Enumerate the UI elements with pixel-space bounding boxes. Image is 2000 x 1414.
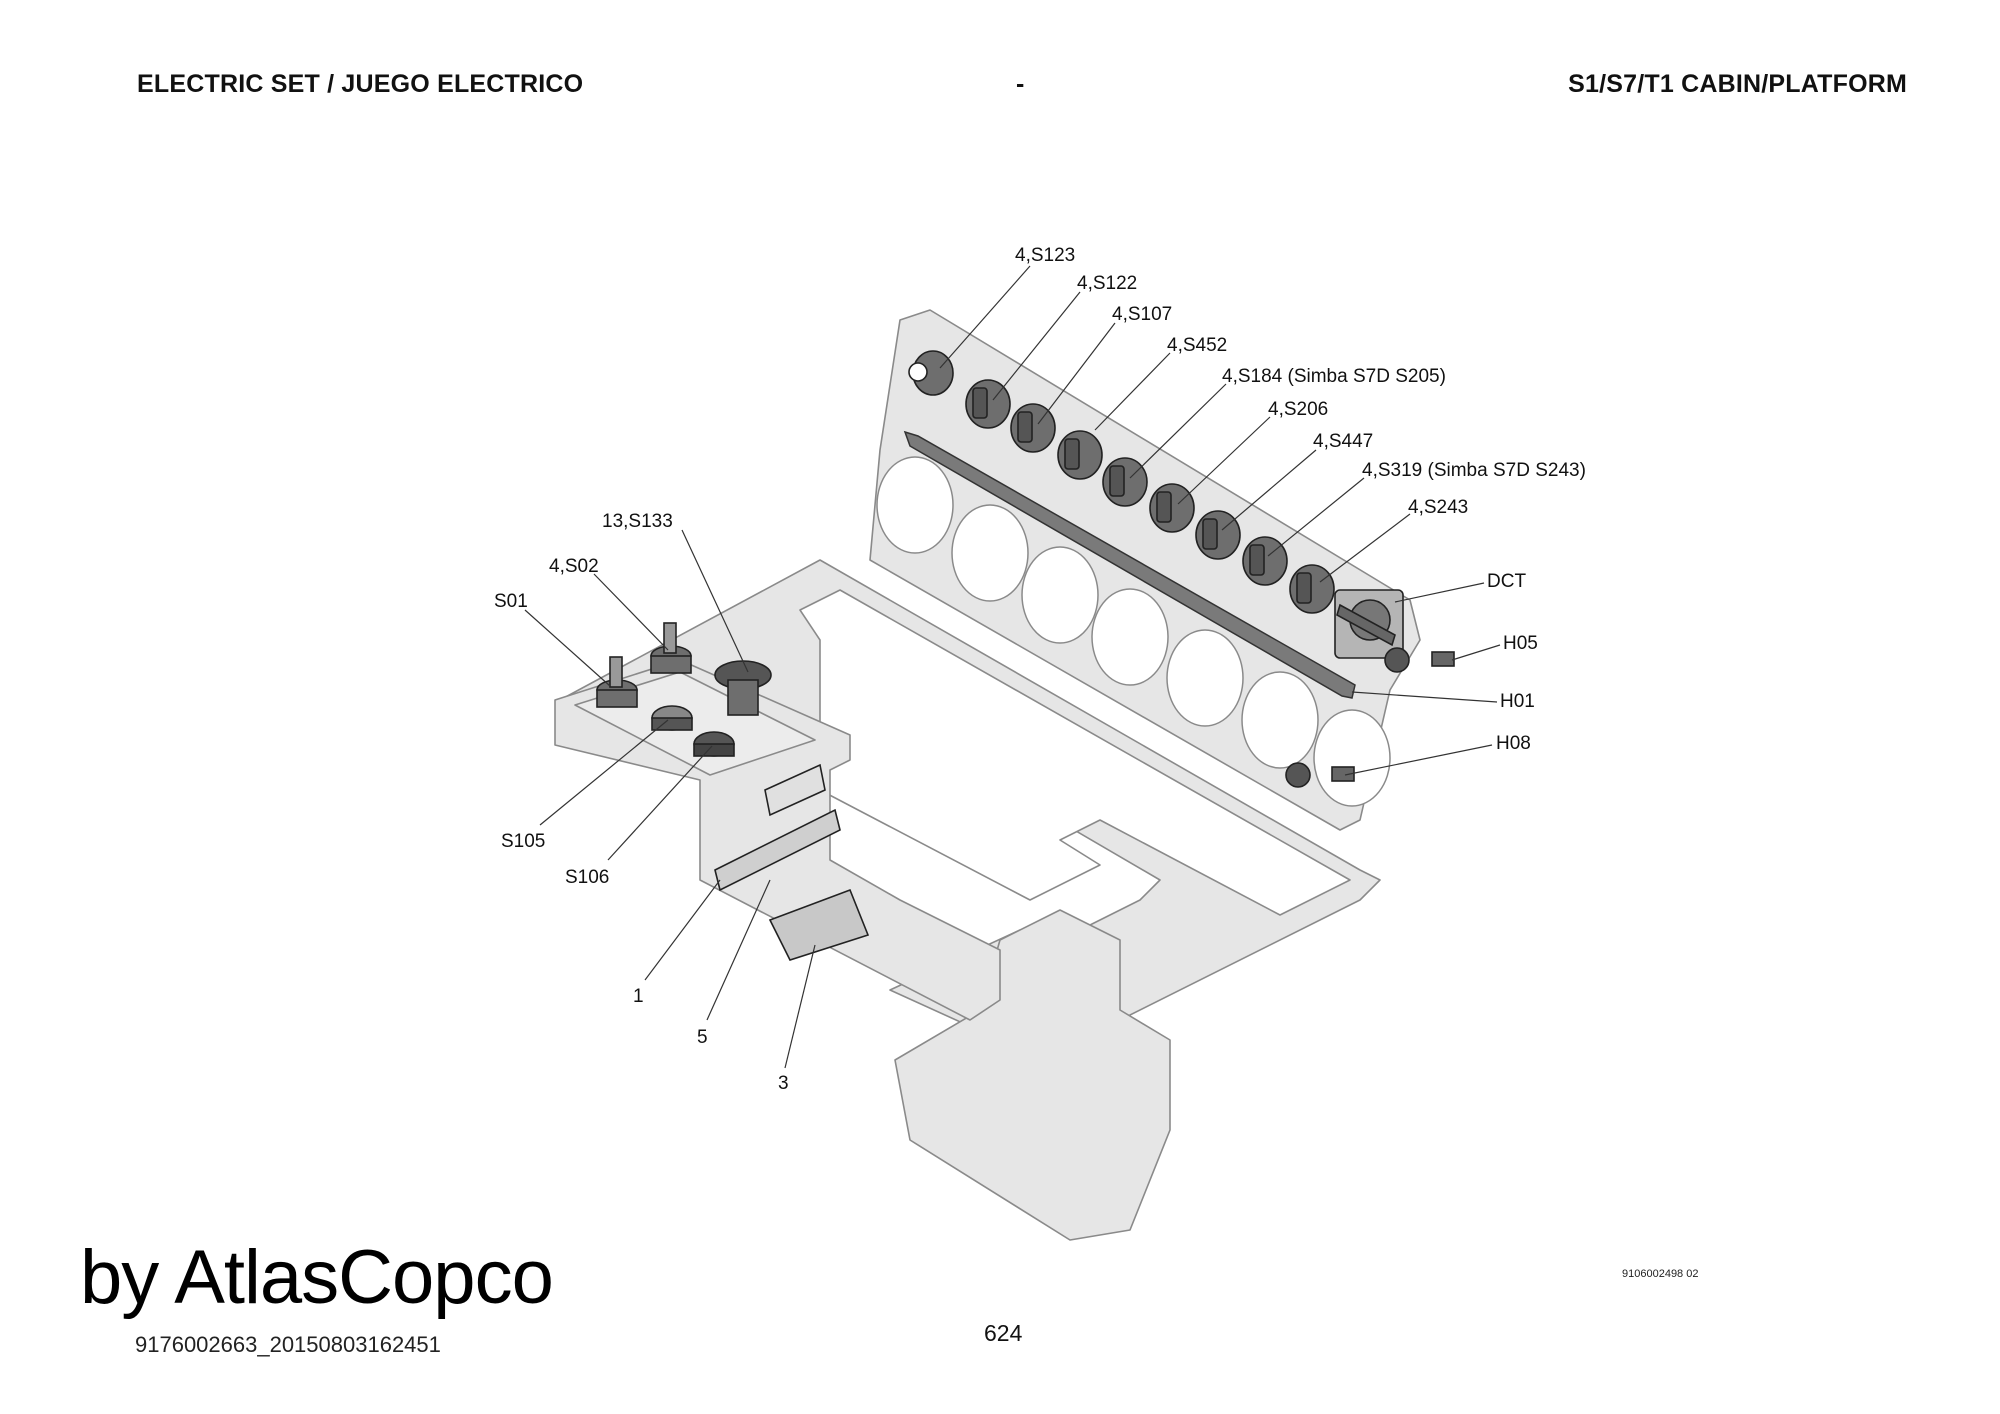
- knob-s243: [1289, 564, 1335, 614]
- pushbutton-s106: [693, 731, 735, 757]
- leader-item-3: [784, 944, 816, 1069]
- leader-s206: [1177, 416, 1271, 505]
- leader-lines: [524, 265, 1501, 1069]
- frame-leg: [894, 909, 1171, 1241]
- callout-s243: 4,S243: [1408, 497, 1469, 518]
- callout-s106: S106: [565, 867, 610, 888]
- callout-h08: H08: [1496, 733, 1531, 754]
- key-switch-s123: [908, 350, 954, 396]
- leader-s106: [607, 745, 713, 861]
- panel-hole: [1241, 671, 1319, 769]
- callout-s122: 4,S122: [1077, 273, 1138, 294]
- leader-s133: [681, 529, 749, 673]
- callout-s133: 13,S133: [602, 511, 673, 532]
- indicator-h05: [1384, 647, 1455, 673]
- leader-item-1: [644, 879, 721, 981]
- callout-s105: S105: [501, 831, 546, 852]
- leader-s243: [1319, 513, 1411, 583]
- header-title-left: ELECTRIC SET / JUEGO ELECTRICO: [137, 70, 584, 98]
- panel-hole: [876, 456, 954, 554]
- callout-s206: 4,S206: [1268, 399, 1329, 420]
- leader-h05: [1451, 644, 1501, 661]
- leader-s107: [1037, 322, 1116, 425]
- callout-s123: 4,S123: [1015, 245, 1076, 266]
- din-rail-1: [714, 808, 841, 892]
- leader-s122: [992, 291, 1081, 401]
- panel-hole: [951, 504, 1029, 602]
- pushbutton-s105: [651, 705, 693, 731]
- callout-s452: 4,S452: [1167, 335, 1228, 356]
- leader-item-5: [706, 879, 771, 1021]
- leader-s01: [524, 609, 611, 687]
- leader-s184: [1129, 383, 1227, 479]
- callout-h05: H05: [1503, 633, 1538, 654]
- leader-s452: [1094, 352, 1171, 431]
- knob-s206: [1149, 483, 1195, 533]
- callout-s02: 4,S02: [549, 556, 599, 577]
- indicator-h08: [1285, 762, 1355, 788]
- panel-hole: [1166, 629, 1244, 727]
- callout-s319: 4,S319 (Simba S7D S243): [1362, 460, 1586, 481]
- panel-hole: [1091, 588, 1169, 686]
- panel-hole: [1021, 546, 1099, 644]
- terminal-block-5: [764, 763, 826, 817]
- din-rail-3: [768, 888, 870, 961]
- panel-holes: [876, 456, 1391, 807]
- drawing-reference: 9106002498 02: [1622, 1268, 1699, 1280]
- watermark: by AtlasCopco: [80, 1235, 554, 1320]
- panel-hole: [1313, 709, 1391, 807]
- callout-h01: H01: [1500, 691, 1535, 712]
- leader-s447: [1221, 449, 1317, 531]
- switch-knobs: [908, 350, 1455, 788]
- leader-s319: [1267, 477, 1365, 557]
- callout-s107: 4,S107: [1112, 304, 1173, 325]
- knob-s447: [1195, 510, 1241, 560]
- header-separator: -: [1016, 70, 1025, 98]
- dct-main-switch: [1334, 589, 1404, 659]
- leader-dct: [1394, 582, 1485, 603]
- knob-s452: [1057, 430, 1103, 480]
- callout-dct: DCT: [1487, 571, 1527, 592]
- callout-item-1: 1: [633, 986, 644, 1007]
- h01-light-bar: [903, 430, 1356, 699]
- leader-h08: [1344, 744, 1493, 776]
- selector-s01: [596, 656, 638, 708]
- callout-s447: 4,S447: [1313, 431, 1374, 452]
- callout-s01: S01: [494, 591, 528, 612]
- leader-h01: [1351, 691, 1498, 703]
- knob-s319: [1242, 536, 1288, 586]
- callout-item-3: 3: [778, 1073, 789, 1094]
- selector-s02: [650, 622, 692, 674]
- emergency-stop-s133: [714, 660, 772, 716]
- page-number: 624: [984, 1320, 1023, 1346]
- left-console-controls: [596, 622, 870, 961]
- leader-s123: [939, 265, 1031, 369]
- header-title-right: S1/S7/T1 CABIN/PLATFORM: [1568, 70, 1907, 98]
- leader-s02: [593, 573, 669, 651]
- callout-s184: 4,S184 (Simba S7D S205): [1222, 366, 1446, 387]
- leader-s105: [539, 719, 669, 826]
- document-number: 9176002663_20150803162451: [135, 1332, 441, 1357]
- callout-item-5: 5: [697, 1027, 708, 1048]
- knob-s184: [1102, 457, 1148, 507]
